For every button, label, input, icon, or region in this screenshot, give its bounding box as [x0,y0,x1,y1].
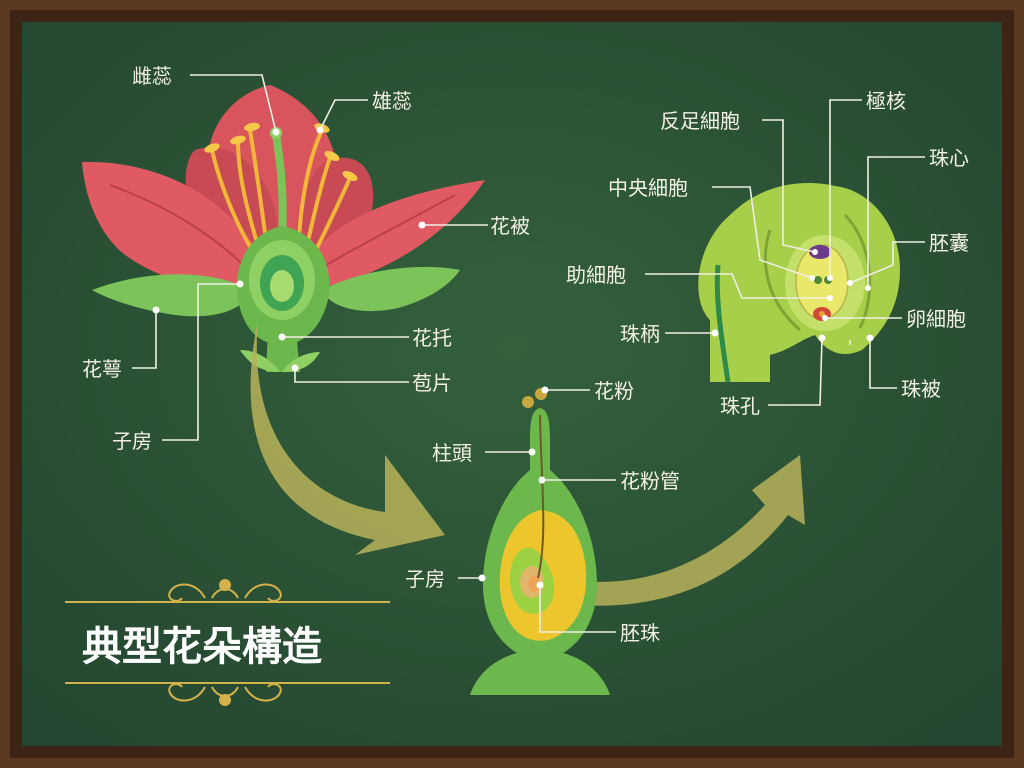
label-receptacle: 花托 [412,326,452,350]
title-ornament-top [65,579,390,603]
ovule-nucleus [528,576,540,592]
label-ovary: 子房 [112,429,152,453]
label-antipodal: 反足細胞 [660,109,740,133]
label-micropyle: 珠孔 [720,394,760,418]
sepal-right [322,266,460,312]
leader-lines [132,74,925,633]
label-tepal: 花被 [490,214,530,238]
antipodal-cells [809,245,831,259]
label-pollen: 花粉 [594,379,634,403]
label-sepal: 花萼 [82,357,122,381]
label-stigma: 柱頭 [432,441,472,465]
diagram-title: 典型花朵構造 [82,623,322,670]
label-pistil: 雌蕊 [132,64,172,88]
pistil-base [470,650,610,695]
arrow-flower-to-pistil [250,320,445,555]
flower-stem [266,330,300,372]
leader-dots [152,126,874,589]
label-bract: 苞片 [412,371,452,395]
polar-nucleus-1 [814,276,822,284]
label-funiculus: 珠柄 [620,322,660,346]
petal-left [82,161,265,289]
funiculus-stripe [714,264,731,383]
label-egg-cell: 卵細胞 [906,307,966,331]
label-polar-nuclei: 極核 [866,89,906,113]
label-integument: 珠被 [901,377,941,401]
label-ovule: 胚珠 [620,621,660,645]
label-stamen: 雄蕊 [372,89,412,113]
label-embryo-sac: 胚囊 [929,231,969,255]
petal-vein-left [109,184,251,273]
pistil-illustration [470,388,610,695]
label-central-cell: 中央細胞 [608,176,688,200]
petal-right [303,180,485,287]
bract-right [282,352,320,372]
ovary-inner [270,270,294,302]
bract-left [240,350,280,372]
petal-vein-right [314,194,456,273]
title-ornament-bottom [65,682,390,706]
label-ovary-2: 子房 [405,567,445,591]
pollen-grain-1 [522,396,534,408]
ovule-illustration [698,183,900,383]
pollen-tube-line [537,414,545,579]
label-synergid: 助細胞 [566,263,626,287]
label-nucellus: 珠心 [929,146,969,170]
label-pollen-tube: 花粉管 [620,469,680,493]
